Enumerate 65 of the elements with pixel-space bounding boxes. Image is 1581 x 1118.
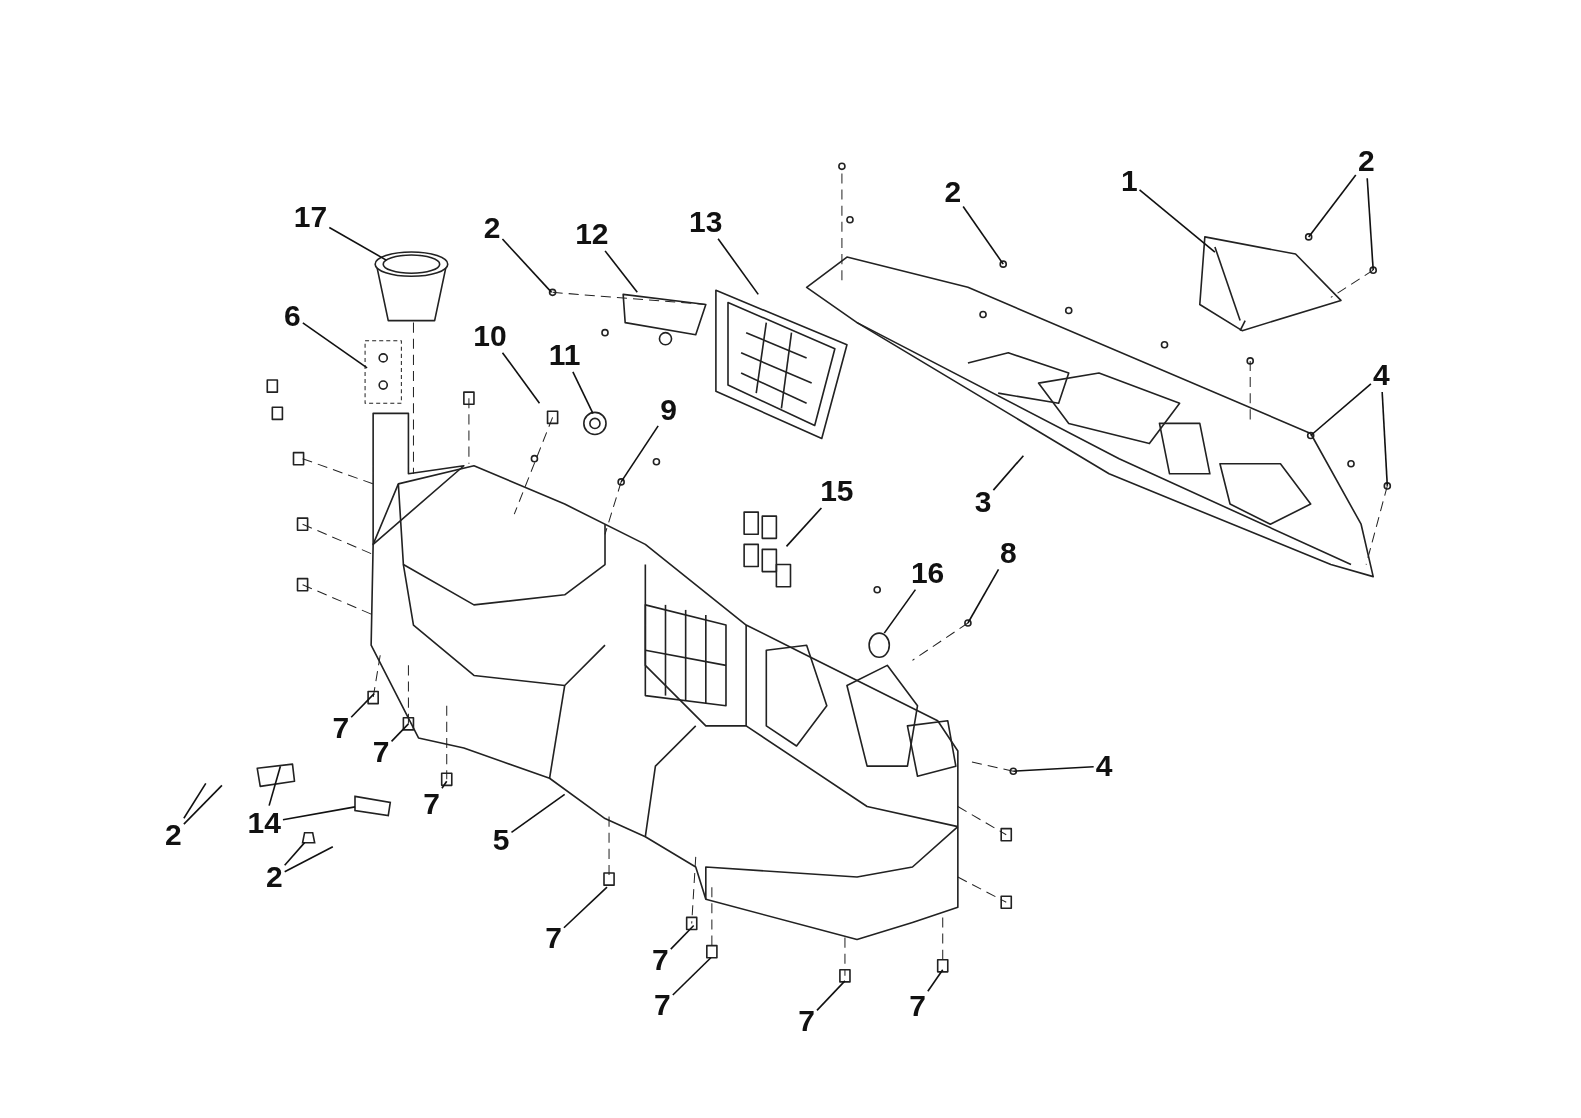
leader-line	[717, 237, 760, 296]
callout-number: 2	[483, 212, 501, 243]
callout-number: 7	[423, 788, 440, 819]
callout-number: 7	[798, 1006, 815, 1037]
screw-icon	[301, 831, 316, 844]
leader-line	[992, 454, 1025, 491]
leader-line	[572, 371, 594, 415]
callout-number: 2	[165, 819, 182, 850]
leader-line	[501, 351, 541, 405]
leader-line	[510, 793, 566, 834]
callout-number: 8	[999, 537, 1017, 568]
leader-line	[390, 723, 410, 743]
callout-number: 7	[545, 922, 562, 953]
callout-number: 7	[332, 713, 350, 743]
leader-line	[183, 782, 207, 820]
callout-number: 11	[548, 339, 581, 370]
callout-number: 10	[473, 320, 507, 351]
leader-line	[350, 692, 375, 718]
callout-number: 3	[974, 487, 992, 518]
leader-line	[1138, 189, 1216, 253]
callout-number: 16	[910, 557, 945, 588]
leader-line	[268, 765, 282, 807]
leader-line	[785, 507, 823, 548]
leader-line	[883, 588, 917, 634]
leader-line	[302, 322, 368, 369]
leader-line	[672, 956, 712, 996]
leader-line	[962, 205, 1004, 265]
leader-line	[816, 980, 846, 1012]
callout-number: 4	[1373, 360, 1390, 391]
leader-line	[620, 425, 659, 483]
leader-line	[441, 780, 448, 790]
leader-line	[501, 238, 553, 294]
callout-number: 12	[575, 218, 609, 249]
callout-number: 13	[689, 206, 723, 237]
leader-line	[283, 841, 306, 866]
clip-icon	[354, 795, 392, 817]
callout-number: 7	[654, 990, 671, 1021]
leader-line	[282, 806, 356, 821]
callout-number: 2	[1357, 146, 1375, 177]
callout-number: 15	[820, 476, 854, 507]
leader-line	[927, 969, 944, 992]
callout-number: 6	[284, 300, 301, 331]
callout-number: 9	[660, 395, 677, 426]
callout-number: 2	[265, 862, 283, 893]
leader-line	[183, 784, 223, 825]
leader-line	[1012, 765, 1095, 772]
leader-line	[1309, 383, 1372, 437]
callout-number: 14	[247, 807, 281, 838]
callout-number: 2	[944, 176, 962, 207]
callout-number: 7	[372, 737, 390, 768]
leader-line	[283, 846, 334, 873]
leader-line	[967, 568, 1000, 624]
leader-line	[670, 924, 695, 950]
callout-number: 7	[909, 991, 926, 1022]
callout-number: 7	[652, 944, 669, 975]
callout-number: 4	[1095, 751, 1113, 782]
leader-line	[1307, 174, 1357, 238]
leader-line	[328, 226, 388, 261]
callout-number: 17	[293, 201, 328, 232]
callout-number: 5	[492, 824, 510, 855]
callout-number: 1	[1120, 166, 1138, 197]
leader-line	[604, 250, 639, 294]
leader-line	[563, 886, 608, 929]
leader-line	[1381, 391, 1389, 487]
leader-line	[1366, 177, 1374, 271]
